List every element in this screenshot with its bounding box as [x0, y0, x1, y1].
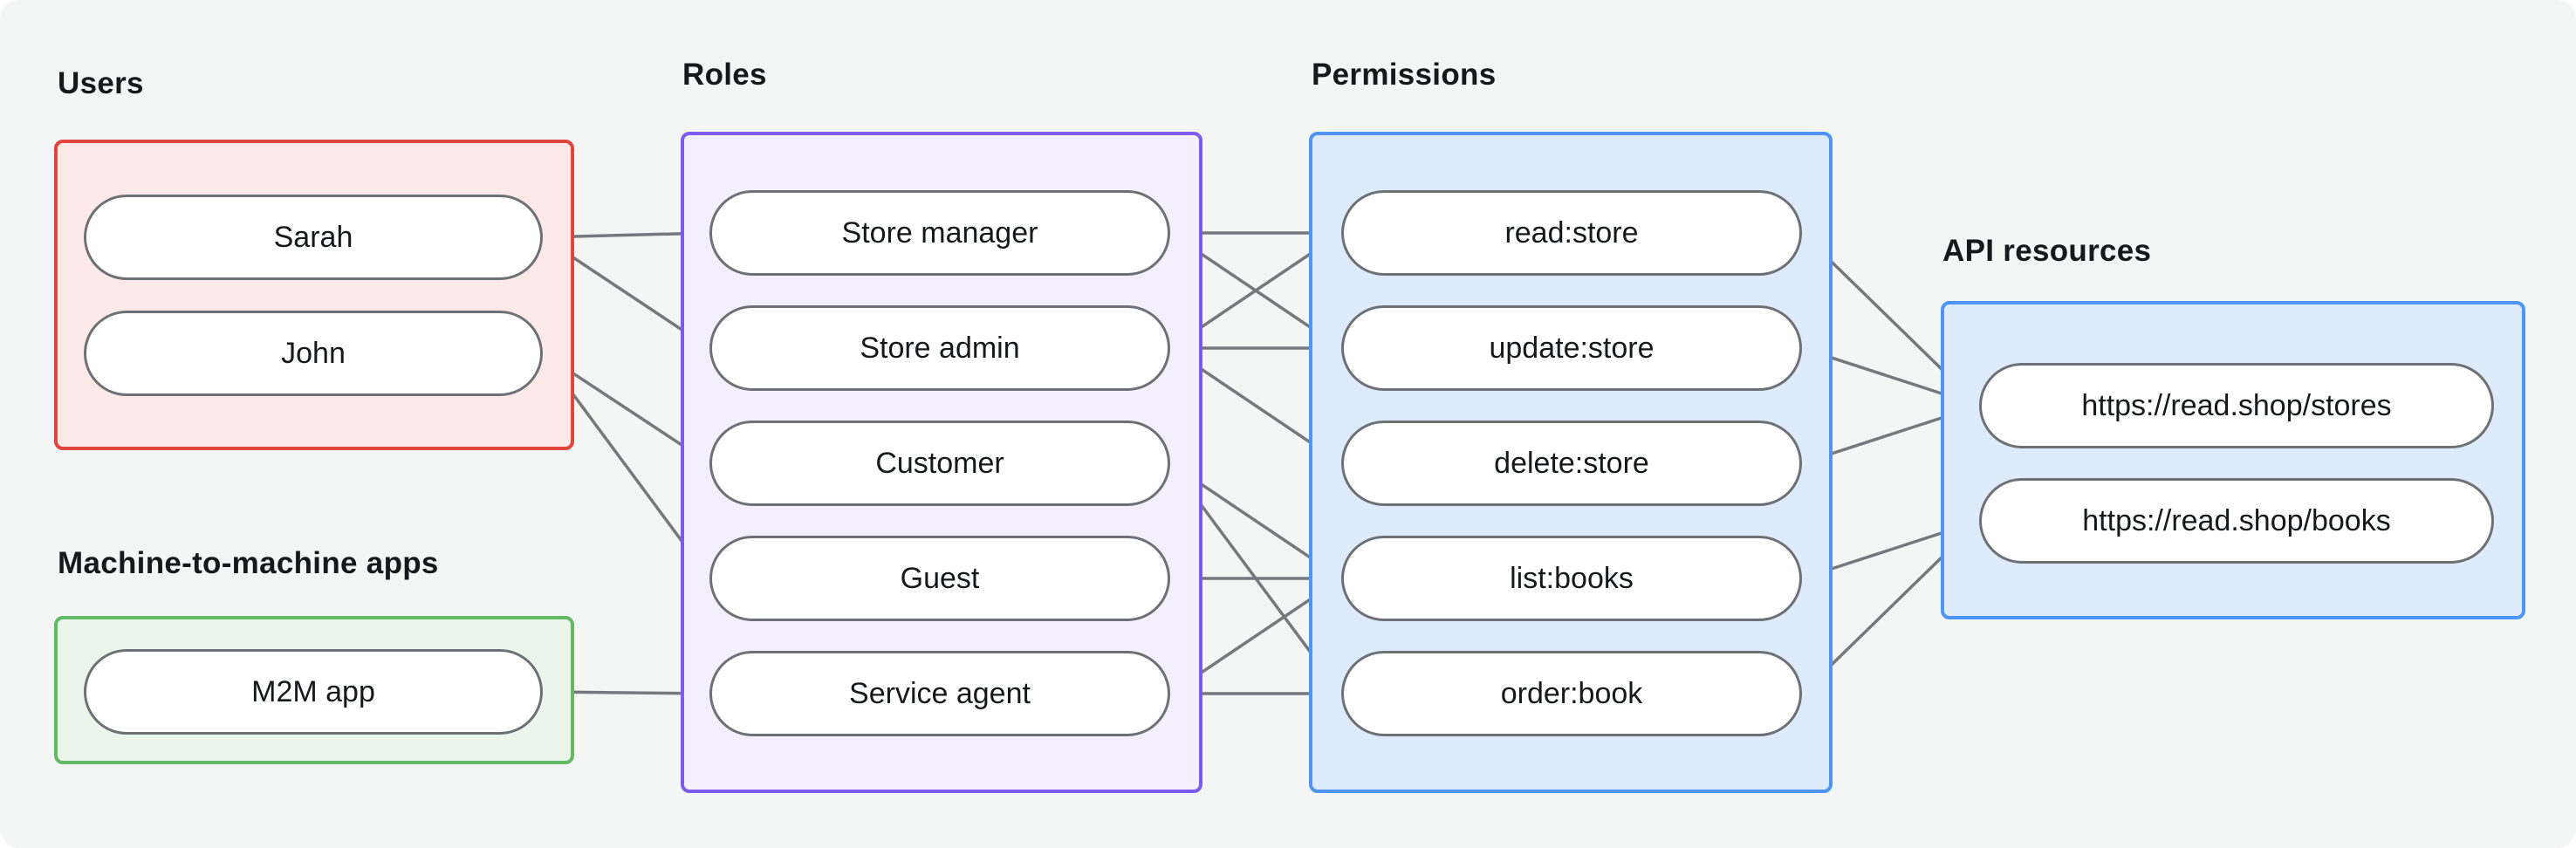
users-section-label: Users [58, 66, 144, 100]
node-pill-order-book: order:book [1341, 651, 1802, 736]
node-pill-list-books: list:books [1341, 536, 1802, 621]
roles-section-label: Roles [682, 58, 767, 92]
api-resources-section-label: API resources [1942, 234, 2152, 268]
m2m-section-label: Machine-to-machine apps [58, 546, 439, 580]
node-pill-m2m-app: M2M app [84, 649, 543, 735]
users-group-box [54, 140, 574, 450]
node-pill-store-manager: Store manager [709, 190, 1170, 276]
node-pill-update-store: update:store [1341, 305, 1802, 391]
node-pill-read-store: read:store [1341, 190, 1802, 276]
node-pill-store-admin: Store admin [709, 305, 1170, 391]
permissions-section-label: Permissions [1312, 58, 1497, 92]
node-pill-books-api: https://read.shop/books [1979, 478, 2494, 564]
api-resources-group-box [1941, 301, 2525, 619]
node-pill-delete-store: delete:store [1341, 421, 1802, 506]
node-pill-customer: Customer [709, 421, 1170, 506]
node-pill-sarah: Sarah [84, 195, 543, 280]
node-pill-service-agent: Service agent [709, 651, 1170, 736]
node-pill-john: John [84, 311, 543, 396]
node-pill-guest: Guest [709, 536, 1170, 621]
node-pill-stores-api: https://read.shop/stores [1979, 363, 2494, 448]
